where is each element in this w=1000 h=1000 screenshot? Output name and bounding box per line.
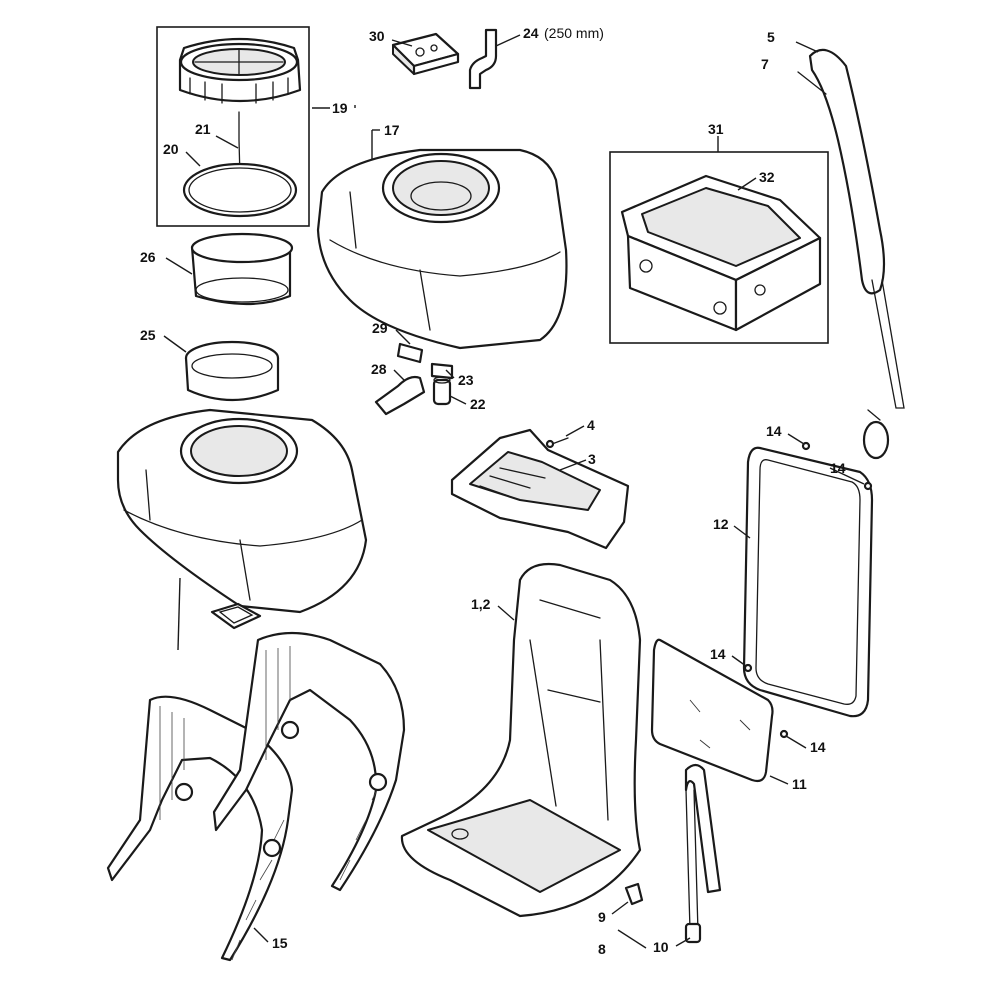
fitting-parts	[374, 342, 454, 416]
callout-10: 10	[653, 939, 669, 955]
screws	[545, 439, 873, 739]
frame-group-19	[156, 26, 310, 227]
callout-4: 4	[587, 417, 595, 433]
shoulder-strap-long	[808, 48, 905, 460]
gasket-square	[210, 602, 262, 630]
callout-14-d: 14	[810, 739, 826, 755]
valve-plate	[391, 32, 460, 76]
clamp-ring	[184, 340, 280, 402]
callout-22: 22	[470, 396, 486, 412]
callout-3: 3	[588, 451, 596, 467]
waist-strap	[684, 763, 722, 944]
hook-clip	[624, 882, 644, 906]
callout-30: 30	[369, 28, 385, 44]
callout-14-c: 14	[710, 646, 726, 662]
callout-25: 25	[140, 327, 156, 343]
carrier-frame	[400, 562, 642, 918]
filler-cap	[178, 37, 302, 104]
tank-upper-shell	[316, 148, 568, 350]
callout-15: 15	[272, 935, 288, 951]
callout-29: 29	[372, 320, 388, 336]
callout-17: 17	[384, 122, 400, 138]
storage-tray	[620, 174, 822, 332]
holder-bracket	[450, 428, 630, 550]
callout-32: 32	[759, 169, 775, 185]
callout-11: 11	[792, 776, 807, 792]
hose	[468, 28, 498, 90]
callout-31: 31	[708, 121, 724, 137]
back-cushion-frame	[742, 446, 874, 718]
callout-26: 26	[140, 249, 156, 265]
callout-5: 5	[767, 29, 775, 45]
callout-20: 20	[163, 141, 179, 157]
callout-19: 19	[332, 100, 348, 116]
assembly-line	[177, 577, 181, 651]
strap-pin	[797, 71, 827, 95]
callout-1-2: 1,2	[471, 596, 491, 612]
callout-14-a: 14	[766, 423, 782, 439]
callout-24: 24	[523, 25, 539, 41]
callout-9: 9	[598, 909, 606, 925]
callout-14-b: 14	[830, 460, 846, 476]
callout-28: 28	[371, 361, 387, 377]
callout-12: 12	[713, 516, 729, 532]
seal-ring	[182, 162, 298, 218]
leader-lines	[163, 34, 865, 949]
callout-8: 8	[598, 941, 606, 957]
callout-7: 7	[761, 56, 769, 72]
side-shell-right	[212, 631, 406, 892]
tank-main-body	[116, 408, 368, 614]
back-pad	[650, 638, 774, 783]
frame-group-31	[609, 151, 829, 344]
callout-23: 23	[458, 372, 474, 388]
callout-labels: 30 24 (250 mm) 5 7 19 17 21 20 31 32 26 …	[140, 25, 846, 957]
callout-21: 21	[195, 121, 211, 137]
screw-4	[551, 437, 569, 445]
filter-sleeve	[190, 232, 294, 306]
callout-24-note: (250 mm)	[544, 25, 604, 41]
